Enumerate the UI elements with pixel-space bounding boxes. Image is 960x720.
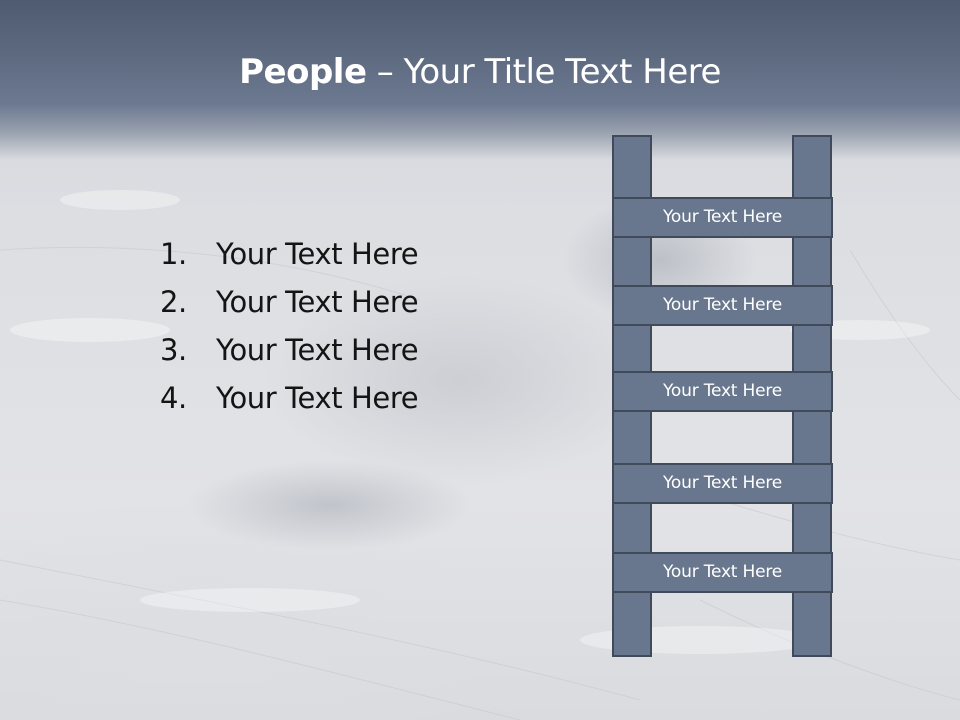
- ladder-right-rail-segment: [792, 591, 832, 657]
- list-item: 2. Your Text Here: [160, 278, 419, 326]
- ladder-rung-5: Your Text Here: [612, 552, 833, 593]
- ladder-left-rail-segment: [612, 236, 652, 288]
- ladder-left-rail-segment: [612, 135, 652, 199]
- ladder-right-rail-segment: [792, 135, 832, 199]
- ladder-rung-2: Your Text Here: [612, 285, 833, 326]
- slide-title: People – Your Title Text Here: [0, 52, 960, 92]
- ladder-rung-4: Your Text Here: [612, 463, 833, 504]
- title-rest-part: – Your Title Text Here: [366, 52, 722, 92]
- list-item-text: Your Text Here: [216, 333, 419, 367]
- ladder-right-rail-segment: [792, 410, 832, 465]
- title-bold-part: People: [239, 52, 367, 92]
- ladder-right-rail-segment: [792, 324, 832, 374]
- list-item-text: Your Text Here: [216, 381, 419, 415]
- ladder-left-rail-segment: [612, 591, 652, 657]
- ladder-rung-3: Your Text Here: [612, 371, 833, 412]
- ladder-left-rail-segment: [612, 410, 652, 465]
- list-item: 4. Your Text Here: [160, 374, 419, 422]
- list-item-number: 3.: [160, 333, 187, 367]
- ladder-right-rail-segment: [792, 502, 832, 555]
- ladder-right-rail-segment: [792, 236, 832, 288]
- list-item-text: Your Text Here: [216, 285, 419, 319]
- ladder-left-rail-segment: [612, 324, 652, 374]
- list-item-number: 4.: [160, 381, 187, 415]
- ladder-left-rail-segment: [612, 502, 652, 555]
- numbered-list: 1. Your Text Here 2. Your Text Here 3. Y…: [160, 230, 419, 422]
- list-item-number: 2.: [160, 285, 187, 319]
- list-item-text: Your Text Here: [216, 237, 419, 271]
- list-item: 3. Your Text Here: [160, 326, 419, 374]
- list-item: 1. Your Text Here: [160, 230, 419, 278]
- ladder-rung-1: Your Text Here: [612, 197, 833, 238]
- list-item-number: 1.: [160, 237, 187, 271]
- title-band: [0, 0, 960, 160]
